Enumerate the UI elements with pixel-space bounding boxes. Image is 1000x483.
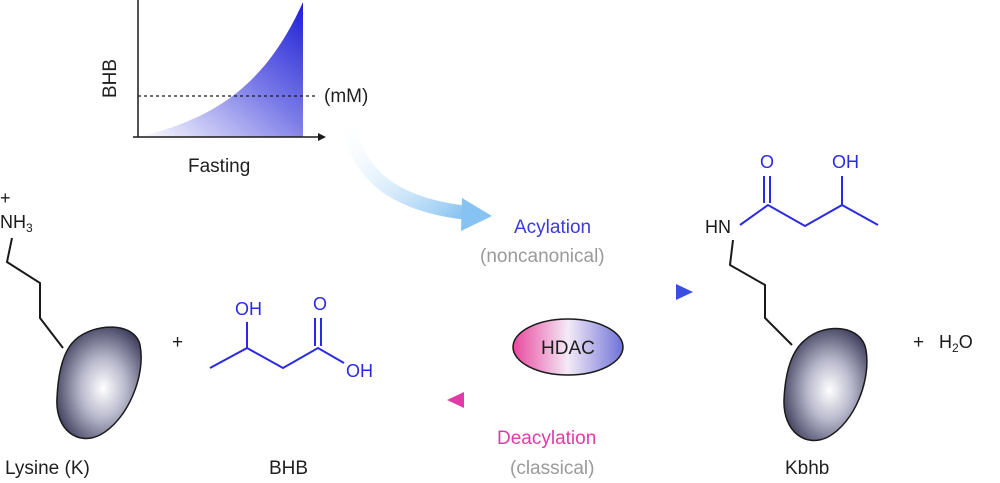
chart-ylabel: BHB	[100, 59, 121, 98]
hdac-enzyme	[512, 318, 624, 376]
deacylation-note: (classical)	[510, 458, 594, 479]
kbhb: HN O OH Kbhb	[705, 152, 879, 479]
kbhb-name: Kbhb	[785, 458, 829, 479]
water-molecule: H2O	[939, 332, 973, 355]
bhb-area	[138, 2, 303, 137]
acylation-label: Acylation	[514, 217, 591, 238]
chart-x-arrowhead	[318, 133, 326, 141]
kbhb-carbonyl-o: O	[760, 152, 774, 172]
lysine-name: Lysine (K)	[5, 458, 90, 479]
lysine: + NH3 Lysine (K)	[0, 188, 142, 479]
curved-arrow	[341, 105, 492, 231]
kbhb-hydroxyl: OH	[832, 152, 859, 172]
lysine-chain	[5, 237, 64, 349]
forward-arrowhead	[676, 284, 693, 300]
threshold-label: (mM)	[324, 86, 368, 107]
deacylation-label: Deacylation	[497, 428, 596, 449]
acylation-note: (noncanonical)	[480, 246, 605, 267]
bhb-name: BHB	[269, 458, 308, 479]
lysine-charge: +	[0, 188, 11, 208]
bhb-double-bond	[314, 318, 322, 346]
plus-sign-1: +	[172, 332, 183, 353]
inset-chart: (mM) BHB Fasting	[100, 0, 368, 177]
bhb-carbonyl-o: O	[313, 294, 327, 314]
plus-sign-2: +	[913, 332, 924, 353]
kbhb-chain	[728, 239, 793, 346]
bhb-molecule: OH O OH BHB	[209, 294, 373, 479]
reaction-arrows: Acylation (noncanonical) HDAC Deacylatio…	[447, 217, 693, 479]
lysine-amine: NH3	[0, 212, 33, 235]
bhb-hydroxyl: OH	[235, 299, 262, 319]
kbhb-hn: HN	[705, 217, 731, 237]
bhb-acid-oh: OH	[346, 361, 373, 381]
bhb-bonds	[209, 322, 345, 370]
chart-xlabel: Fasting	[188, 156, 250, 177]
reverse-arrowhead	[447, 392, 464, 408]
kbhb-double-bond	[763, 176, 771, 203]
protein-blob-2	[783, 327, 868, 442]
kbhb-acyl-bonds	[739, 176, 879, 228]
hdac-label: HDAC	[541, 338, 595, 359]
protein-blob-1	[56, 326, 142, 440]
